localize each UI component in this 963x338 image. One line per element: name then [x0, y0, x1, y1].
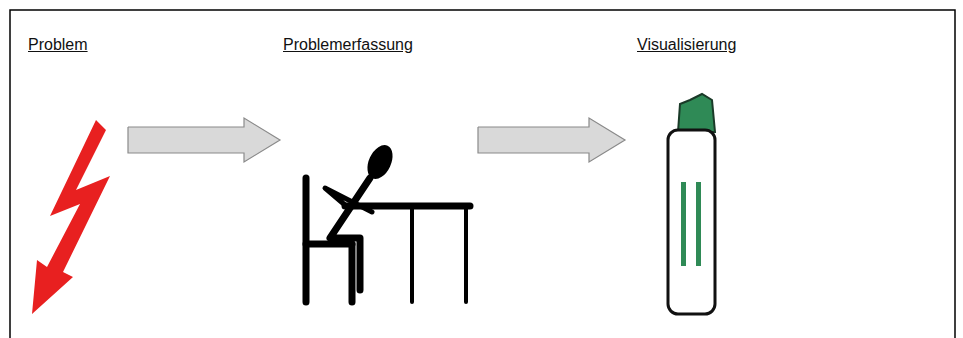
desk-leg: [464, 206, 468, 302]
marker-stripe: [681, 182, 686, 266]
step-heading: Visualisierung: [637, 36, 736, 54]
marker-body: [668, 130, 715, 314]
block-arrow: [128, 118, 280, 162]
block-arrow: [478, 118, 625, 162]
frame: [10, 10, 955, 338]
desk-top: [345, 203, 470, 210]
chair-seat: [306, 241, 352, 248]
person-at-desk-figure: [306, 141, 470, 302]
frame-line: [10, 10, 955, 338]
lightning-symbol: [32, 120, 110, 314]
process-step: Problemerfassung: [280, 36, 478, 326]
marker-cap: [678, 94, 715, 132]
step-heading: Problem: [28, 36, 88, 54]
process-step: Problem: [22, 36, 128, 326]
chair-leg: [349, 244, 356, 302]
desk-leg: [410, 206, 414, 302]
chair-back: [303, 178, 310, 302]
process-step: Visualisierung: [625, 36, 785, 326]
marker-stripe: [696, 182, 701, 266]
marker-symbol: [668, 94, 715, 314]
step-heading: Problemerfassung: [283, 36, 413, 54]
